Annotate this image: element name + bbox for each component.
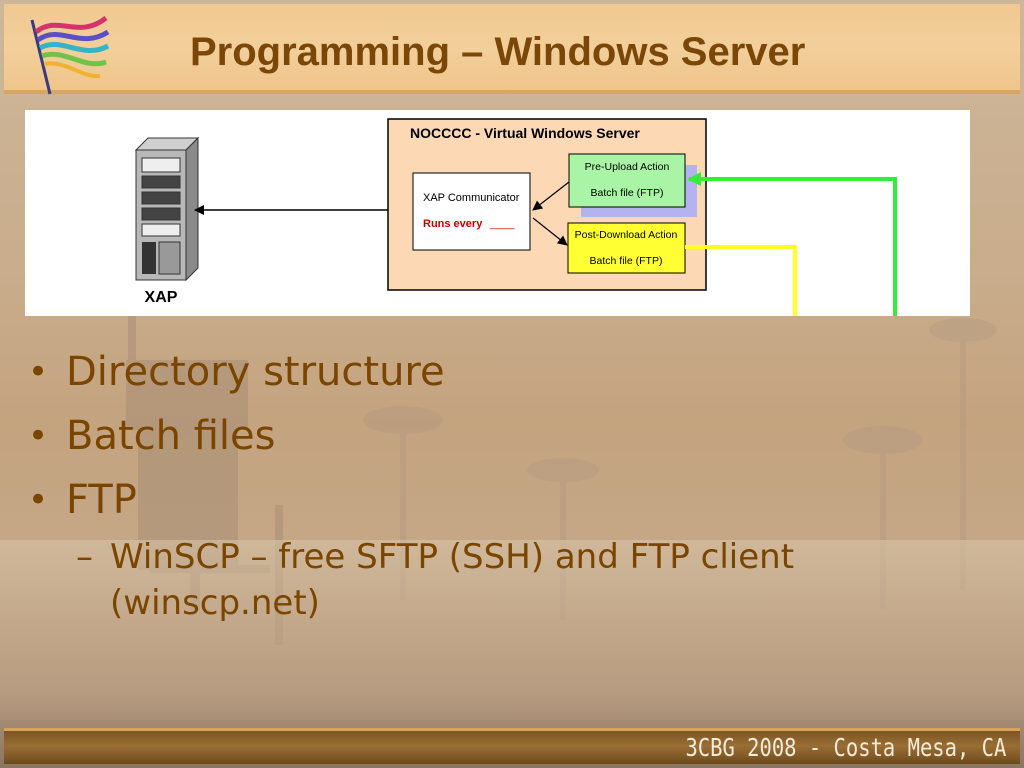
diagram-svg: XAP NOCCCC - Virtual Windows Server XAP …	[134, 118, 897, 316]
bullet-icon: •	[28, 416, 49, 456]
virtual-server-title: NOCCCC - Virtual Windows Server	[410, 125, 640, 141]
sub-bullet-item: – WinSCP – free SFTP (SSH) and FTP clien…	[76, 534, 928, 626]
sub-bullet-line2: (winscp.net)	[110, 583, 320, 623]
pre-upload-title: Pre-Upload Action	[585, 161, 670, 173]
pre-upload-subtitle: Batch file (FTP)	[591, 187, 664, 199]
bullet-icon: •	[28, 480, 49, 520]
footer-text: 3CBG 2008 - Costa Mesa, CA	[685, 733, 1006, 762]
server-tower-icon	[134, 136, 200, 282]
bullet-item: • FTP	[28, 468, 928, 532]
bullet-text: Directory structure	[66, 349, 445, 395]
dash-icon: –	[76, 537, 93, 577]
communicator-to-post-download-arrow	[532, 217, 568, 246]
post-download-title: Post-Download Action	[575, 229, 678, 241]
runs-every-blank: ____	[489, 218, 515, 230]
architecture-diagram: XAP NOCCCC - Virtual Windows Server XAP …	[25, 110, 970, 316]
ribbons-flag-logo	[30, 15, 110, 95]
bullet-text: FTP	[66, 477, 137, 523]
title-bar: Programming – Windows Server	[4, 4, 1020, 95]
bullet-icon: •	[28, 352, 49, 392]
bullet-item: • Batch files	[28, 404, 928, 468]
pre-upload-to-communicator-arrow	[532, 181, 570, 211]
pre-upload-box	[568, 153, 686, 208]
post-download-box	[567, 222, 686, 274]
palm-trees	[363, 318, 997, 620]
slide-title: Programming – Windows Server	[190, 30, 806, 74]
bullet-list: • Directory structure • Batch files • FT…	[28, 340, 928, 626]
communicator-label: XAP Communicator	[423, 192, 520, 204]
communicator-box	[412, 172, 531, 251]
server-label: XAP	[145, 289, 178, 306]
bullet-text: Batch files	[66, 413, 276, 459]
green-upload-line	[687, 172, 897, 316]
runs-every-label: Runs every	[423, 218, 483, 230]
yellow-download-line	[685, 245, 797, 316]
footer-bar: 3CBG 2008 - Costa Mesa, CA	[4, 728, 1020, 764]
post-download-subtitle: Batch file (FTP)	[590, 255, 663, 267]
sub-bullet-line1: WinSCP – free SFTP (SSH) and FTP client	[110, 537, 795, 577]
bullet-item: • Directory structure	[28, 340, 928, 404]
